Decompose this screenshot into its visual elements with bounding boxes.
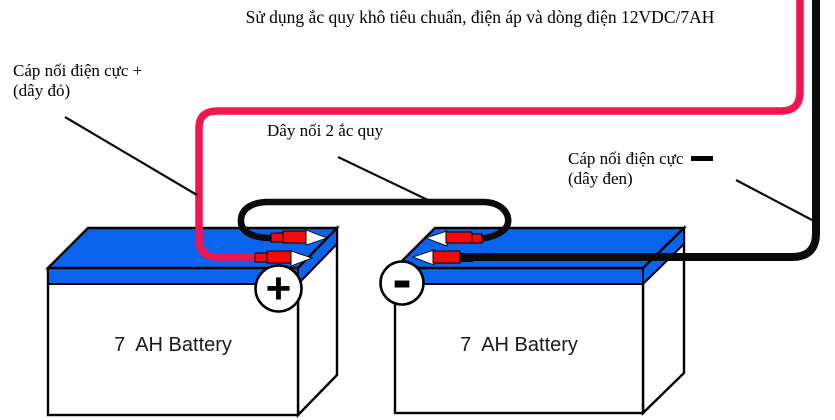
battery-2-lower-crimp xyxy=(460,253,473,262)
jumper-cable-label: Dây nối 2 ắc quy xyxy=(267,121,383,141)
battery-2-front-strip xyxy=(394,267,644,285)
negative-cable-label: Cáp nối điện cực (dây đen) xyxy=(568,149,714,189)
jumper-cable xyxy=(237,198,512,243)
diagram-title: Sử dụng ắc quy khô tiêu chuẩn, điện áp v… xyxy=(245,7,715,27)
battery-1-upper-connector xyxy=(282,230,307,244)
positive-label-pointer-line xyxy=(64,116,198,196)
battery-2-front-face xyxy=(393,266,645,415)
jumper-cable-label-text: Dây nối 2 ắc quy xyxy=(267,121,384,140)
positive-cable-label-line2: (dây đỏ) xyxy=(13,81,71,100)
negative-terminal-circle xyxy=(379,260,425,306)
minus-icon: - xyxy=(392,247,412,312)
negative-cable-label-line1: Cáp nối điện cực xyxy=(568,149,714,169)
minus-dash-icon xyxy=(691,156,714,162)
positive-red-cable xyxy=(195,0,804,261)
battery-2-upper-crimp xyxy=(471,233,483,244)
battery-2-terminals xyxy=(411,230,483,266)
battery-2-lower-connector xyxy=(432,250,461,264)
battery-1-label: 7 AH Battery xyxy=(114,334,232,356)
battery-1-lower-crimp xyxy=(254,252,268,263)
positive-cable-label-line1: Cáp nối điện cực + xyxy=(13,61,143,80)
battery-1-terminals xyxy=(254,229,329,267)
negative-black-cable xyxy=(464,0,820,261)
battery-1-lower-connector xyxy=(266,250,292,264)
battery-2-label: 7 AH Battery xyxy=(460,334,578,356)
negative-cable-label-line2: (dây đen) xyxy=(568,169,633,188)
plus-icon: + xyxy=(265,263,292,313)
positive-terminal-circle xyxy=(254,264,303,313)
negative-cable-label-text: Cáp nối điện cực xyxy=(568,149,684,168)
negative-label-pointer-line xyxy=(735,179,813,221)
positive-cable-label: Cáp nối điện cực + (dây đỏ) xyxy=(13,61,142,101)
battery-2-upper-connector xyxy=(445,231,473,244)
battery-1-upper-crimp xyxy=(270,232,284,243)
jumper-label-pointer-line xyxy=(337,156,433,203)
